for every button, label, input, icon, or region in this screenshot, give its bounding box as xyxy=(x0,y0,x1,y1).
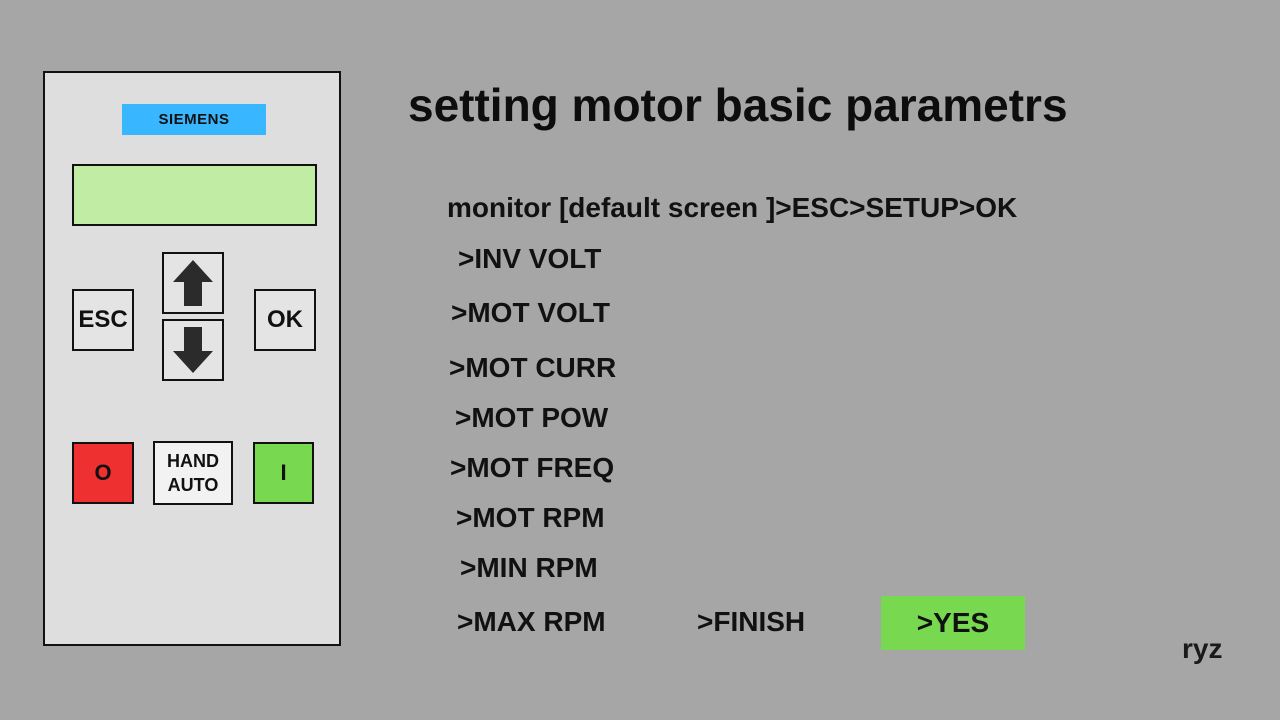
hand-auto-button[interactable]: HAND AUTO xyxy=(153,441,233,505)
logo: ryz xyxy=(1182,633,1223,664)
menu-path: monitor [default screen ]>ESC>SETUP>OK xyxy=(447,192,1018,223)
step-min-rpm: >MIN RPM xyxy=(460,552,598,583)
ok-button[interactable]: OK xyxy=(254,289,316,351)
brand-label: SIEMENS xyxy=(122,104,266,135)
up-button[interactable] xyxy=(162,252,224,314)
arrow-up-icon xyxy=(173,260,213,306)
yes-button[interactable]: >YES xyxy=(881,596,1025,650)
step-mot-rpm: >MOT RPM xyxy=(456,502,605,533)
hand-label: HAND xyxy=(167,451,219,471)
down-button[interactable] xyxy=(162,319,224,381)
lcd-display xyxy=(72,164,317,226)
step-max-rpm: >MAX RPM xyxy=(457,606,606,637)
step-mot-volt: >MOT VOLT xyxy=(451,297,610,328)
esc-button[interactable]: ESC xyxy=(72,289,134,351)
step-mot-curr: >MOT CURR xyxy=(449,352,617,383)
arrow-down-icon xyxy=(173,327,213,373)
stop-button[interactable]: O xyxy=(72,442,134,504)
auto-label: AUTO xyxy=(167,475,219,495)
operator-panel: SIEMENS ESC OK O HAND AUTO I xyxy=(43,71,341,646)
step-mot-pow: >MOT POW xyxy=(455,402,609,433)
page-title: setting motor basic parametrs xyxy=(408,79,1068,131)
step-finish: >FINISH xyxy=(697,606,806,637)
step-mot-freq: >MOT FREQ xyxy=(450,452,615,483)
run-button[interactable]: I xyxy=(253,442,314,504)
step-inv-volt: >INV VOLT xyxy=(458,243,602,274)
